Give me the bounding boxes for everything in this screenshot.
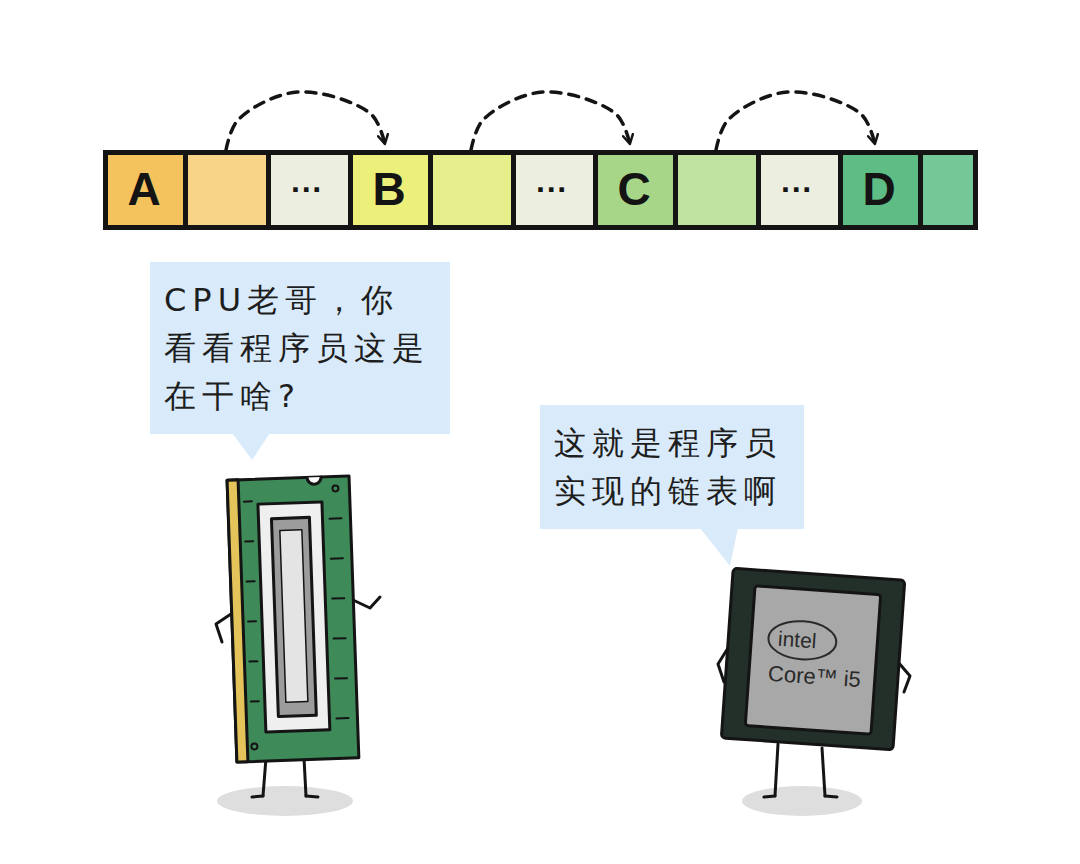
cell-label: B (353, 155, 425, 223)
gap-cell: ··· (756, 150, 843, 230)
gap-cell: ··· (266, 150, 353, 230)
shadow (217, 786, 353, 816)
cpu-character (718, 568, 910, 797)
cell-label: ··· (516, 155, 588, 223)
gap-cell: ··· (511, 150, 598, 230)
pointer-arrow (716, 92, 875, 150)
cell-label: C (598, 155, 670, 223)
shadow (742, 786, 862, 816)
list-node: C (593, 150, 761, 230)
list-node: A (103, 150, 271, 230)
cell-label: ··· (271, 155, 343, 223)
list-node: B (348, 150, 516, 230)
cell-label: A (108, 155, 180, 223)
brand-label: intel (777, 627, 817, 654)
ram-character (216, 476, 380, 797)
pointer-arrow (471, 92, 630, 150)
speech-bubble: 这就是程序员实现的链表啊 (540, 405, 804, 529)
cell-label: ··· (761, 155, 833, 223)
speech-text: 这就是程序员实现的链表啊 (554, 419, 790, 515)
list-node: D (838, 150, 978, 230)
cell-label: D (843, 155, 915, 223)
speech-text: CPU老哥，你看看程序员这是在干啥? (164, 276, 436, 420)
bubble-tail (232, 433, 270, 460)
pointer-arrow (226, 92, 385, 150)
bubble-tail (700, 528, 738, 566)
speech-bubble: CPU老哥，你看看程序员这是在干啥? (150, 262, 450, 434)
